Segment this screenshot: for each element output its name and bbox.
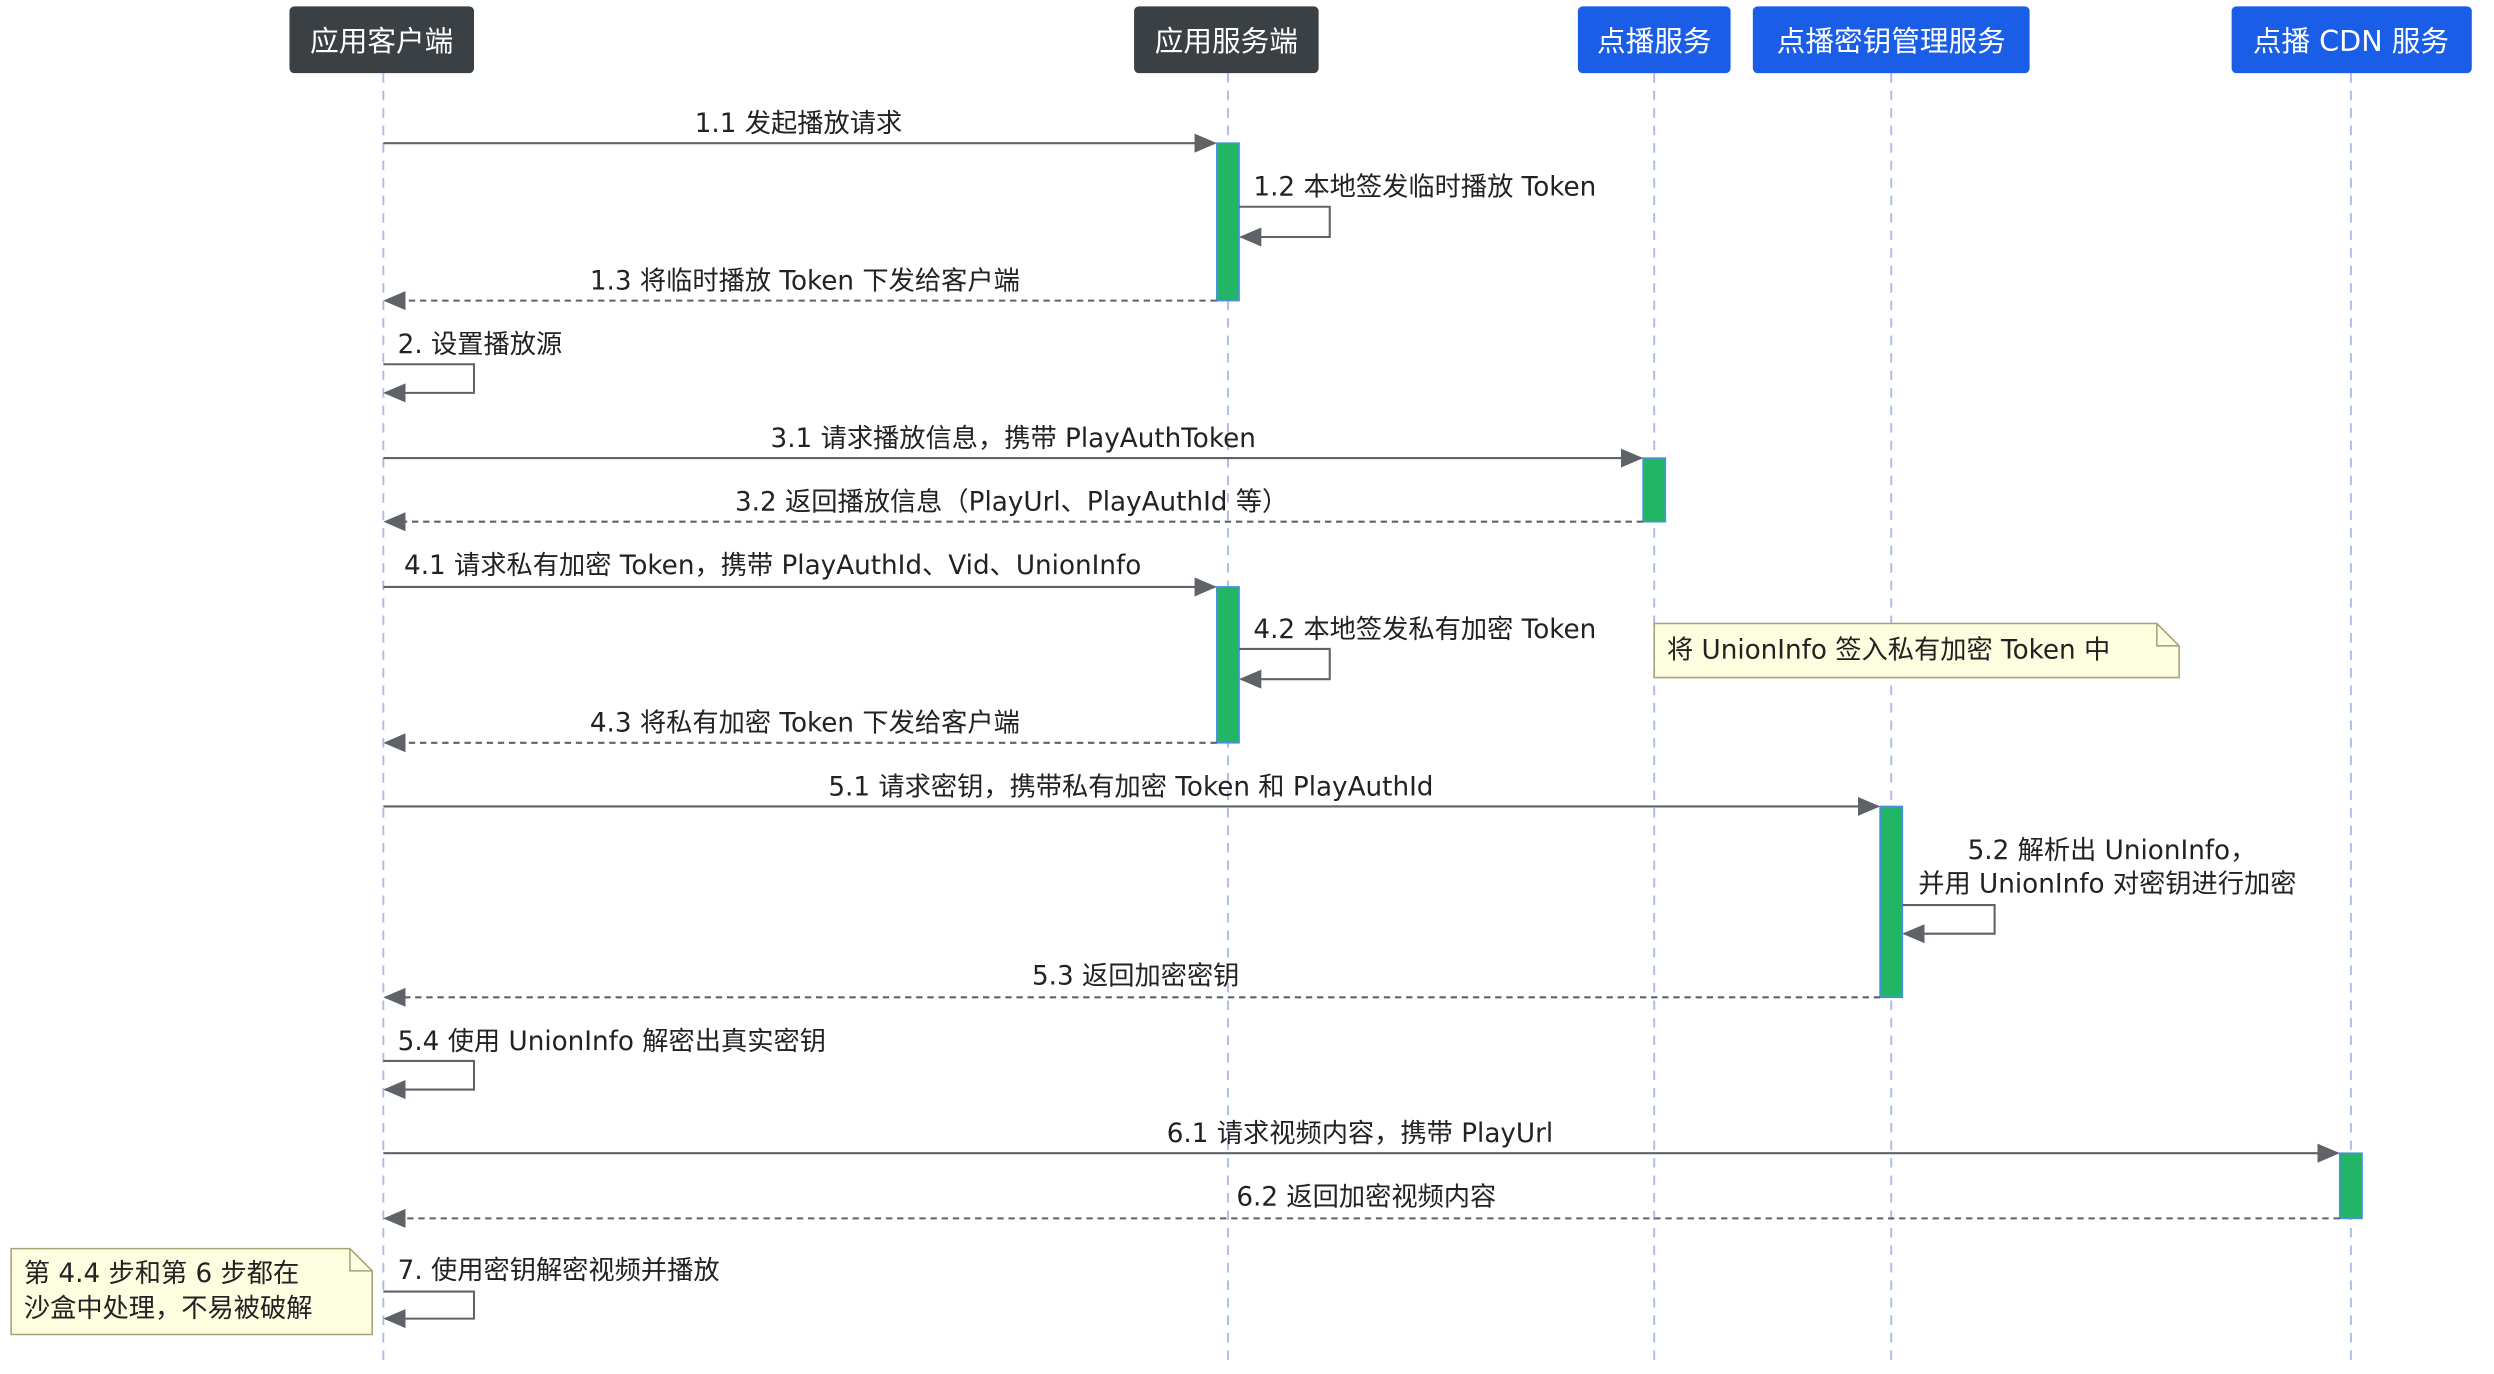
message-5-3-label: 5.3 返回加密密钥 — [1032, 962, 1239, 992]
message-5-2-label-line1: 5.2 解析出 UnionInfo， — [1968, 836, 2257, 866]
message-3-1: 3.1 请求播放信息，携带 PlayAuthToken — [383, 424, 1644, 468]
activation-cdn — [2338, 1152, 2363, 1220]
message-3-2: 3.2 返回播放信息（PlayUrl、PlayAuthId 等） — [383, 488, 1644, 532]
note-sandbox-box — [10, 1247, 373, 1336]
message-4-1: 4.1 请求私有加密 Token，携带 PlayAuthId、Vid、Union… — [383, 551, 1217, 597]
note-unioninfo: 将 UnionInfo 签入私有加密 Token 中 — [1653, 622, 2180, 679]
participant-client-label: 应用客户端 — [310, 24, 453, 58]
note-sandbox-text-line1: 第 4.4 步和第 6 步都在 — [24, 1259, 299, 1289]
message-3-2-label: 3.2 返回播放信息（PlayUrl、PlayAuthId 等） — [735, 488, 1288, 518]
message-2-arrow — [383, 363, 476, 403]
participant-kms-box — [1752, 6, 2030, 74]
message-4-3-label: 4.3 将私有加密 Token 下发给客户端 — [590, 709, 1020, 739]
message-4-2-label: 4.2 本地签发私有加密 Token — [1253, 615, 1596, 645]
note-unioninfo-box — [1653, 622, 2180, 679]
participant-kms: 点播密钥管理服务 — [1752, 6, 2030, 74]
participant-cdn-label: 点播 CDN 服务 — [2253, 24, 2449, 58]
message-2-label: 2. 设置播放源 — [398, 330, 563, 360]
message-5-4-label: 5.4 使用 UnionInfo 解密出真实密钥 — [398, 1027, 826, 1057]
participant-kms-label: 点播密钥管理服务 — [1777, 24, 2006, 58]
activation-bars — [1216, 142, 2363, 1220]
message-2: 2. 设置播放源 — [383, 330, 563, 403]
participant-server-box — [1134, 6, 1319, 74]
message-6-2-label: 6.2 返回加密视频内容 — [1236, 1183, 1496, 1213]
participant-server: 应用服务端 — [1134, 6, 1319, 74]
message-1-3: 1.3 将临时播放 Token 下发给客户端 — [383, 266, 1217, 311]
message-1-3-label: 1.3 将临时播放 Token 下发给客户端 — [590, 266, 1020, 296]
activation-vod — [1642, 457, 1667, 523]
message-7-arrow — [383, 1290, 476, 1329]
note-unioninfo-fold — [2156, 623, 2180, 647]
notes: 将 UnionInfo 签入私有加密 Token 中 第 4.4 步和第 6 步… — [10, 622, 2180, 1336]
message-3-1-label: 3.1 请求播放信息，携带 PlayAuthToken — [771, 424, 1256, 454]
note-sandbox: 第 4.4 步和第 6 步都在 沙盒中处理，不易被破解 — [10, 1247, 373, 1336]
participants: 应用客户端 应用服务端 点播服务 点播密钥管理服务 点播 CDN 服务 — [289, 6, 2472, 74]
messages: 1.1 发起播放请求 1.2 本地签发临时播放 Token 1.3 将临时播放 … — [383, 109, 2340, 1329]
activation-server-1 — [1216, 142, 1240, 302]
participant-vod-label: 点播服务 — [1597, 24, 1712, 58]
message-5-4-arrow — [383, 1059, 476, 1100]
message-4-1-label: 4.1 请求私有加密 Token，携带 PlayAuthId、Vid、Union… — [404, 551, 1141, 581]
participant-server-label: 应用服务端 — [1155, 24, 1298, 58]
message-1-2-arrow — [1239, 205, 1331, 247]
note-sandbox-text-line2: 沙盒中处理，不易被破解 — [24, 1294, 313, 1324]
note-unioninfo-text: 将 UnionInfo 签入私有加密 Token 中 — [1667, 636, 2110, 666]
message-6-1: 6.1 请求视频内容，携带 PlayUrl — [383, 1119, 2340, 1163]
message-5-4: 5.4 使用 UnionInfo 解密出真实密钥 — [383, 1027, 826, 1100]
message-4-2-arrow — [1239, 647, 1331, 689]
message-1-1: 1.1 发起播放请求 — [383, 109, 1217, 153]
participant-client: 应用客户端 — [289, 6, 474, 74]
participant-vod: 点播服务 — [1577, 6, 1731, 74]
message-7: 7. 使用密钥解密视频并播放 — [383, 1256, 720, 1329]
message-6-2: 6.2 返回加密视频内容 — [383, 1183, 2340, 1228]
message-4-3: 4.3 将私有加密 Token 下发给客户端 — [383, 709, 1217, 753]
message-5-1: 5.1 请求密钥，携带私有加密 Token 和 PlayAuthId — [383, 772, 1881, 816]
message-5-3: 5.3 返回加密密钥 — [383, 962, 1881, 1007]
message-5-2: 5.2 解析出 UnionInfo， 并用 UnionInfo 对密钥进行加密 — [1902, 836, 2296, 944]
message-1-1-label: 1.1 发起播放请求 — [695, 109, 902, 139]
message-5-2-label-line2: 并用 UnionInfo 对密钥进行加密 — [1918, 869, 2296, 899]
message-1-2-label: 1.2 本地签发临时播放 Token — [1253, 173, 1596, 203]
participant-cdn: 点播 CDN 服务 — [2231, 6, 2472, 74]
activation-kms — [1879, 805, 1904, 999]
message-7-label: 7. 使用密钥解密视频并播放 — [398, 1256, 720, 1286]
participant-client-box — [289, 6, 474, 74]
message-6-1-label: 6.1 请求视频内容，携带 PlayUrl — [1167, 1119, 1554, 1149]
note-sandbox-fold — [349, 1248, 373, 1272]
message-1-2: 1.2 本地签发临时播放 Token — [1239, 173, 1596, 247]
message-4-2: 4.2 本地签发私有加密 Token — [1239, 615, 1596, 689]
participant-vod-box — [1577, 6, 1731, 74]
message-5-2-arrow — [1902, 904, 1996, 944]
activation-server-2 — [1216, 586, 1240, 744]
message-5-1-label: 5.1 请求密钥，携带私有加密 Token 和 PlayAuthId — [828, 772, 1433, 802]
participant-cdn-box — [2231, 6, 2472, 74]
